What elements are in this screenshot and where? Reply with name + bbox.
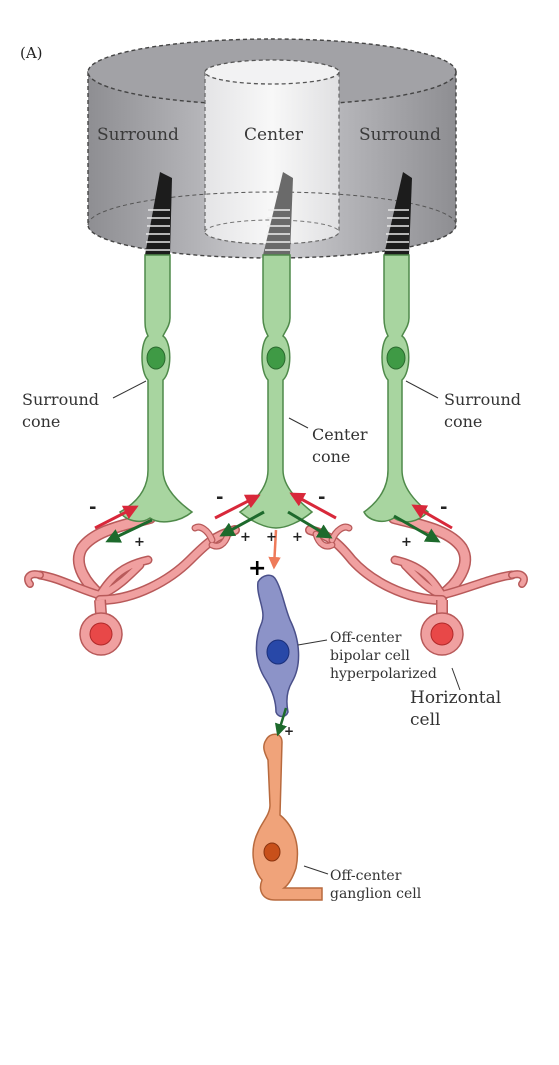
receptive-field-cylinder [87, 38, 457, 259]
bipolar-to-ganglion-arrow [274, 707, 288, 737]
label-ganglion-cell: Off-center ganglion cell [330, 868, 422, 902]
label-surround-cone-left: Surround cone [22, 390, 104, 431]
leader-lines [112, 380, 461, 875]
label-surround-cone-right: Surround cone [444, 390, 526, 431]
plus-sign-left: + [134, 535, 145, 550]
label-surround-right: Surround [359, 125, 441, 145]
excitatory-arrow-center-left [219, 510, 265, 537]
label-bipolar-cell: Off-center bipolar cell hyperpolarized [330, 630, 437, 682]
minus-sign-left: - [89, 497, 96, 518]
cone-center [238, 172, 314, 529]
synapse-arrows [94, 492, 453, 737]
off-center-bipolar-cell [255, 574, 300, 718]
cone-surround-left [118, 172, 194, 523]
label-horizontal-cell: Horizontal cell [410, 688, 507, 730]
minus-sign-center-right: - [318, 487, 325, 508]
label-center: Center [244, 125, 304, 145]
off-center-ganglion-cell [252, 733, 323, 901]
horizontal-cell-left [24, 512, 240, 656]
inhibitory-arrow-center-right [289, 492, 337, 520]
plus-sign-right: + [401, 535, 412, 550]
cone-surround-right [363, 172, 430, 523]
minus-sign-center-left: - [216, 487, 223, 508]
plus-sign-center-mid: + [266, 530, 277, 545]
cone-to-bipolar-arrow [268, 529, 281, 570]
excitatory-arrow-right [393, 514, 441, 543]
plus-sign-center-left: + [240, 530, 251, 545]
excitatory-arrow-center-right [287, 510, 333, 539]
plus-sign-bipolar: + [248, 556, 266, 581]
label-surround-left: Surround [97, 125, 179, 145]
excitatory-arrow-left [105, 518, 153, 543]
inhibitory-arrow-center-left [214, 494, 261, 520]
inhibitory-arrow-left [94, 505, 139, 530]
plus-sign-ganglion: + [284, 724, 294, 738]
panel-label: (A) [20, 44, 43, 62]
plus-sign-center-right: + [292, 530, 303, 545]
inhibitory-arrow-right [411, 504, 453, 530]
minus-sign-right: - [440, 497, 447, 518]
label-center-cone: Center cone [312, 425, 373, 466]
